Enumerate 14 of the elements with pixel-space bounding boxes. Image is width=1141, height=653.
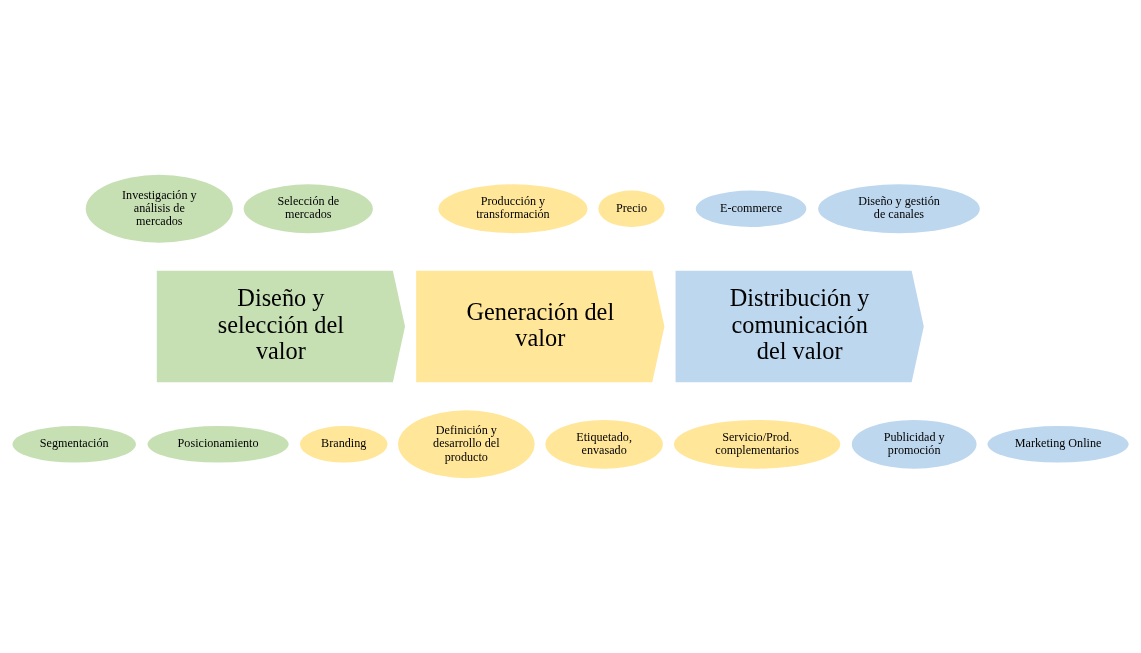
node-ellipse: E-commerce xyxy=(695,190,807,227)
node-ellipse: Posicionamiento xyxy=(147,426,289,463)
node-ellipse: Servicio/Prod. complementarios xyxy=(674,419,841,469)
node-ellipse: Diseño y gestión de canales xyxy=(818,184,980,234)
node-ellipse: Producción y transformación xyxy=(438,184,588,234)
node-ellipse: Publicidad y promoción xyxy=(851,419,977,469)
node-ellipse: Definición y desarrollo del producto xyxy=(398,410,535,479)
node-ellipse: Etiquetado, envasado xyxy=(545,419,663,469)
node-ellipse: Marketing Online xyxy=(987,426,1129,463)
node-ellipse: Investigación y análisis de mercados xyxy=(85,174,233,243)
node-ellipse: Precio xyxy=(598,190,665,227)
node-ellipse: Selección de mercados xyxy=(243,184,373,234)
node-ellipse: Branding xyxy=(300,426,388,463)
node-ellipse: Segmentación xyxy=(12,426,136,463)
